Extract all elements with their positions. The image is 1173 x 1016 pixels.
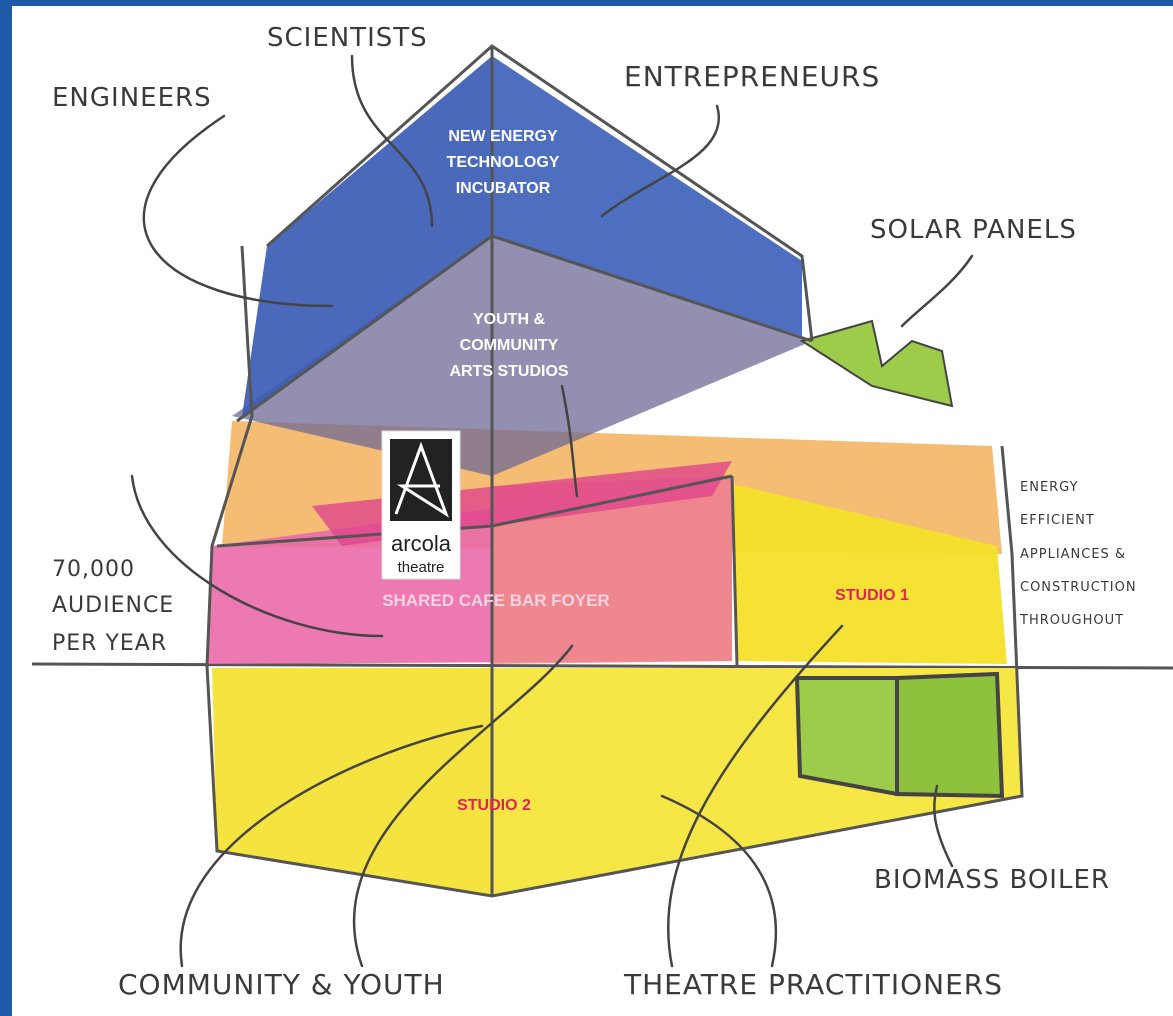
scientists-arrow xyxy=(350,54,434,228)
scientists-label: SCIENTISTS xyxy=(267,23,428,53)
diagram-canvas: arcola theatre NEW ENERGY TECHNOLOGY INC… xyxy=(12,6,1173,1016)
incubator-label-3: INCUBATOR xyxy=(456,180,551,197)
ground-line xyxy=(31,662,1173,670)
studio2-label: STUDIO 2 xyxy=(457,797,531,814)
audience-arrow xyxy=(130,474,384,638)
engineers-arrow xyxy=(142,114,334,308)
audience-label-2: AUDIENCE xyxy=(52,593,174,618)
building-outline xyxy=(205,44,1024,898)
arcola-logo: arcola theatre xyxy=(381,430,461,580)
community-youth-label: COMMUNITY & YOUTH xyxy=(118,968,445,1001)
incubator-label-1: NEW ENERGY xyxy=(448,128,558,145)
community-arrow-1 xyxy=(179,724,484,968)
youth-label-1: YOUTH & xyxy=(473,311,545,328)
solar-panels-label: SOLAR PANELS xyxy=(870,215,1077,245)
practitioners-arrow-2 xyxy=(660,794,778,968)
studio1-zone xyxy=(732,484,1007,664)
entrepreneurs-arrow xyxy=(600,104,721,218)
incubator-right-face xyxy=(492,56,802,336)
audience-label-3: PER YEAR xyxy=(52,631,167,656)
boiler-arrow xyxy=(933,784,954,868)
audience-label-1: 70,000 xyxy=(52,557,135,582)
biomass-boiler-box xyxy=(794,676,899,797)
energy-label-5: THROUGHOUT xyxy=(1019,613,1124,628)
foyer-right-face xyxy=(492,476,732,664)
practitioners-arrow-1 xyxy=(667,624,844,968)
youth-arrow xyxy=(560,384,579,498)
community-arrow-2 xyxy=(353,644,574,968)
youth-label-3: ARTS STUDIOS xyxy=(449,363,568,380)
energy-label-1: ENERGY xyxy=(1020,480,1079,495)
foyer-label: SHARED CAFE BAR FOYER xyxy=(382,591,610,610)
energy-label-2: EFFICIENT xyxy=(1020,513,1095,528)
biomass-boiler-box-side xyxy=(895,671,1005,799)
studio1-label: STUDIO 1 xyxy=(835,587,909,604)
theatre-practitioners-label: THEATRE PRACTITIONERS xyxy=(623,968,1003,1001)
engineers-label: ENGINEERS xyxy=(52,83,212,113)
biomass-boiler-label: BIOMASS BOILER xyxy=(874,865,1110,895)
solar-panels xyxy=(799,319,954,408)
youth-zone xyxy=(232,236,812,476)
flow-arrows xyxy=(130,54,974,968)
incubator-label-2: TECHNOLOGY xyxy=(447,154,560,171)
logo-subword: theatre xyxy=(398,559,445,576)
energy-label-3: APPLIANCES & xyxy=(1020,547,1126,562)
youth-label-2: COMMUNITY xyxy=(460,337,559,354)
building-sketch: arcola theatre NEW ENERGY TECHNOLOGY INC… xyxy=(31,23,1173,1001)
logo-word: arcola xyxy=(391,531,452,556)
entrepreneurs-label: ENTREPRENEURS xyxy=(624,60,880,93)
solar-arrow xyxy=(900,254,974,328)
energy-label-4: CONSTRUCTION xyxy=(1020,580,1137,595)
